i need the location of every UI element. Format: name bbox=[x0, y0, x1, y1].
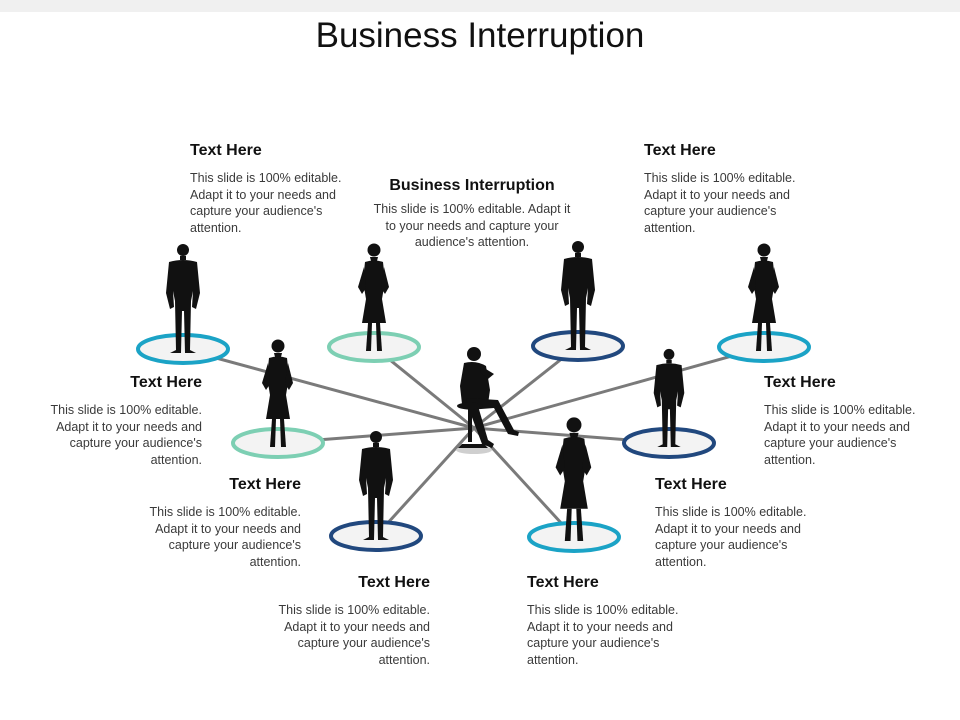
text-block-bottom-right: Text Here This slide is 100% editable. A… bbox=[527, 574, 687, 668]
text-block-body: This slide is 100% editable. Adapt it to… bbox=[764, 403, 916, 467]
text-block-body: This slide is 100% editable. Adapt it to… bbox=[149, 505, 301, 569]
platform-discs bbox=[136, 330, 811, 553]
center-heading: Business Interruption bbox=[389, 177, 555, 194]
text-block-bottom-left: Text Here This slide is 100% editable. A… bbox=[270, 574, 430, 668]
seated-person-phone-silhouette bbox=[457, 347, 519, 448]
top-band bbox=[0, 0, 960, 12]
platform-disc-3 bbox=[531, 330, 625, 362]
platform-disc-2 bbox=[327, 331, 421, 363]
platform-disc-4 bbox=[717, 331, 811, 363]
text-block-heading: Text Here bbox=[229, 476, 301, 493]
text-block-body: This slide is 100% editable. Adapt it to… bbox=[50, 403, 202, 467]
center-body: This slide is 100% editable. Adapt it to… bbox=[373, 202, 571, 249]
platform-disc-1 bbox=[136, 333, 230, 365]
platform-disc-5 bbox=[231, 427, 325, 459]
text-block-body: This slide is 100% editable. Adapt it to… bbox=[527, 603, 679, 667]
text-block-heading: Text Here bbox=[358, 574, 430, 591]
text-block-top-left: Text Here This slide is 100% editable. A… bbox=[190, 142, 350, 236]
platform-disc-8 bbox=[527, 521, 621, 553]
text-block-body: This slide is 100% editable. Adapt it to… bbox=[190, 171, 342, 235]
text-block-mid-left: Text Here This slide is 100% editable. A… bbox=[42, 374, 202, 468]
text-block-heading: Text Here bbox=[655, 476, 727, 493]
connector-line-1 bbox=[182, 347, 475, 430]
platform-disc-6 bbox=[622, 427, 716, 459]
text-block-heading: Text Here bbox=[190, 142, 262, 159]
text-block-heading: Text Here bbox=[644, 142, 716, 159]
connector-line-7 bbox=[374, 426, 476, 538]
text-block-center: Business Interruption This slide is 100%… bbox=[372, 177, 572, 251]
connector-line-4 bbox=[473, 345, 765, 430]
text-block-top-right: Text Here This slide is 100% editable. A… bbox=[644, 142, 804, 236]
platform-disc-7 bbox=[329, 520, 423, 552]
text-block-lower-right: Text Here This slide is 100% editable. A… bbox=[655, 476, 815, 570]
slide-title: Business Interruption bbox=[315, 16, 645, 55]
text-block-heading: Text Here bbox=[130, 374, 202, 391]
text-block-heading: Text Here bbox=[527, 574, 599, 591]
text-block-body: This slide is 100% editable. Adapt it to… bbox=[655, 505, 807, 569]
center-shadow bbox=[456, 446, 492, 454]
text-block-lower-left: Text Here This slide is 100% editable. A… bbox=[141, 476, 301, 570]
text-block-heading: Text Here bbox=[764, 374, 836, 391]
text-block-body: This slide is 100% editable. Adapt it to… bbox=[278, 603, 430, 667]
text-block-body: This slide is 100% editable. Adapt it to… bbox=[644, 171, 796, 235]
silhouettes bbox=[166, 241, 779, 541]
text-block-mid-right: Text Here This slide is 100% editable. A… bbox=[764, 374, 924, 468]
